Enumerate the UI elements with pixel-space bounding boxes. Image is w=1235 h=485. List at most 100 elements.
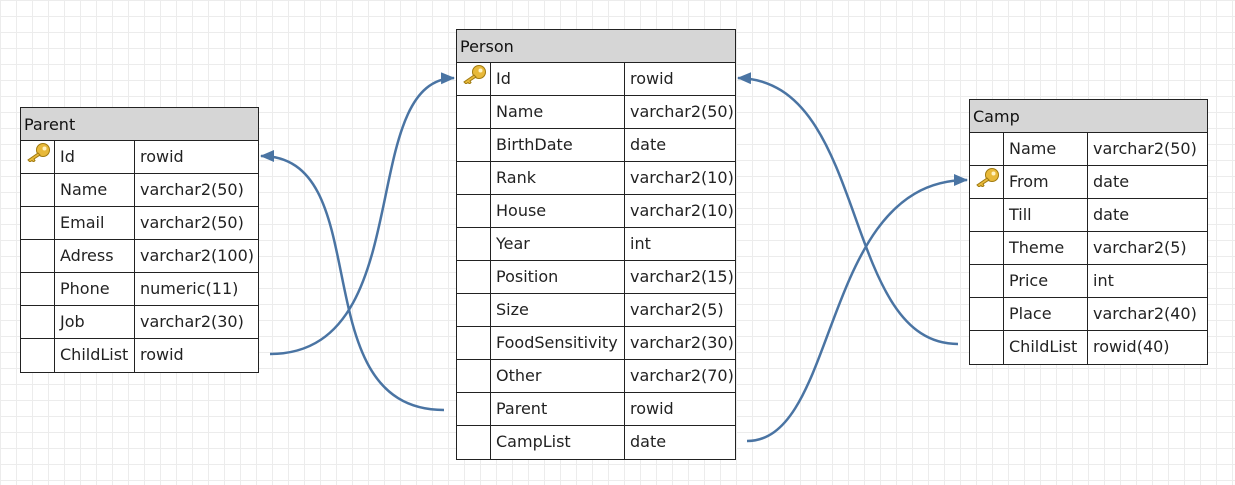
column-name: FoodSensitivity <box>491 327 625 359</box>
table-row[interactable]: Name varchar2(50) <box>970 133 1207 166</box>
column-type: varchar2(15) <box>630 267 734 286</box>
column-name: Till <box>1004 199 1088 231</box>
key-cell <box>457 96 491 128</box>
column-name: Size <box>491 294 625 326</box>
column-type: rowid <box>140 147 184 166</box>
key-cell <box>21 273 55 305</box>
key-cell <box>970 331 1004 364</box>
column-type: date <box>630 135 667 154</box>
key-cell <box>970 298 1004 330</box>
column-name: Name <box>1004 133 1088 165</box>
table-row[interactable]: Email varchar2(50) <box>21 207 258 240</box>
connector-parent-childlist-to-person-id <box>269 72 455 356</box>
table-header-person[interactable]: Person <box>457 30 735 63</box>
column-type: numeric(11) <box>140 279 239 298</box>
column-type: varchar2(100) <box>140 246 255 265</box>
column-type: rowid <box>630 399 674 418</box>
table-row[interactable]: Theme varchar2(5) <box>970 232 1207 265</box>
table-header-parent[interactable]: Parent <box>21 108 258 141</box>
column-name: Id <box>55 141 135 173</box>
column-name: Phone <box>55 273 135 305</box>
table-row[interactable]: Place varchar2(40) <box>970 298 1207 331</box>
column-name: Theme <box>1004 232 1088 264</box>
column-type: varchar2(10) <box>630 201 734 220</box>
primary-key-icon <box>461 63 487 95</box>
column-name: Email <box>55 207 135 239</box>
table-header-camp[interactable]: Camp <box>970 100 1207 133</box>
connector-person-camplist-to-camp-from <box>746 174 968 443</box>
table-row[interactable]: ChildList rowid <box>21 339 258 372</box>
column-name: BirthDate <box>491 129 625 161</box>
key-cell <box>970 232 1004 264</box>
column-name: Name <box>491 96 625 128</box>
key-cell <box>970 133 1004 165</box>
key-cell <box>457 228 491 260</box>
column-name: Price <box>1004 265 1088 297</box>
key-cell <box>21 339 55 372</box>
column-type: varchar2(50) <box>140 180 244 199</box>
table-row[interactable]: From date <box>970 166 1207 199</box>
key-cell <box>21 141 55 173</box>
key-cell <box>457 294 491 326</box>
key-cell <box>457 360 491 392</box>
column-name: From <box>1004 166 1088 198</box>
key-cell <box>457 393 491 425</box>
column-type: varchar2(5) <box>630 300 724 319</box>
key-cell <box>21 207 55 239</box>
table-row[interactable]: Position varchar2(15) <box>457 261 735 294</box>
key-cell <box>457 327 491 359</box>
key-cell <box>970 199 1004 231</box>
column-name: ChildList <box>55 339 135 372</box>
column-name: Position <box>491 261 625 293</box>
table-row[interactable]: Name varchar2(50) <box>21 174 258 207</box>
column-type: rowid <box>140 345 184 364</box>
key-cell <box>970 265 1004 297</box>
column-name: ChildList <box>1004 331 1088 364</box>
primary-key-icon <box>25 141 51 173</box>
key-cell <box>457 162 491 194</box>
key-cell <box>457 426 491 459</box>
table-row[interactable]: House varchar2(10) <box>457 195 735 228</box>
column-type: varchar2(50) <box>140 213 244 232</box>
table-row[interactable]: BirthDate date <box>457 129 735 162</box>
table-row[interactable]: Phone numeric(11) <box>21 273 258 306</box>
column-name: Rank <box>491 162 625 194</box>
column-type: varchar2(5) <box>1093 238 1187 257</box>
column-name: Id <box>491 63 625 95</box>
column-type: date <box>1093 172 1130 191</box>
column-name: Other <box>491 360 625 392</box>
column-name: Place <box>1004 298 1088 330</box>
column-type: varchar2(40) <box>1093 304 1197 323</box>
column-type: rowid <box>630 69 674 88</box>
key-cell <box>457 129 491 161</box>
column-name: Name <box>55 174 135 206</box>
key-cell <box>457 261 491 293</box>
column-type: varchar2(50) <box>1093 139 1197 158</box>
key-cell <box>970 166 1004 198</box>
column-name: House <box>491 195 625 227</box>
table-row[interactable]: Size varchar2(5) <box>457 294 735 327</box>
connector-camp-childlist-to-person-id <box>737 72 959 346</box>
connector-person-parent-to-parent-id <box>260 150 445 412</box>
column-name: Job <box>55 306 135 338</box>
